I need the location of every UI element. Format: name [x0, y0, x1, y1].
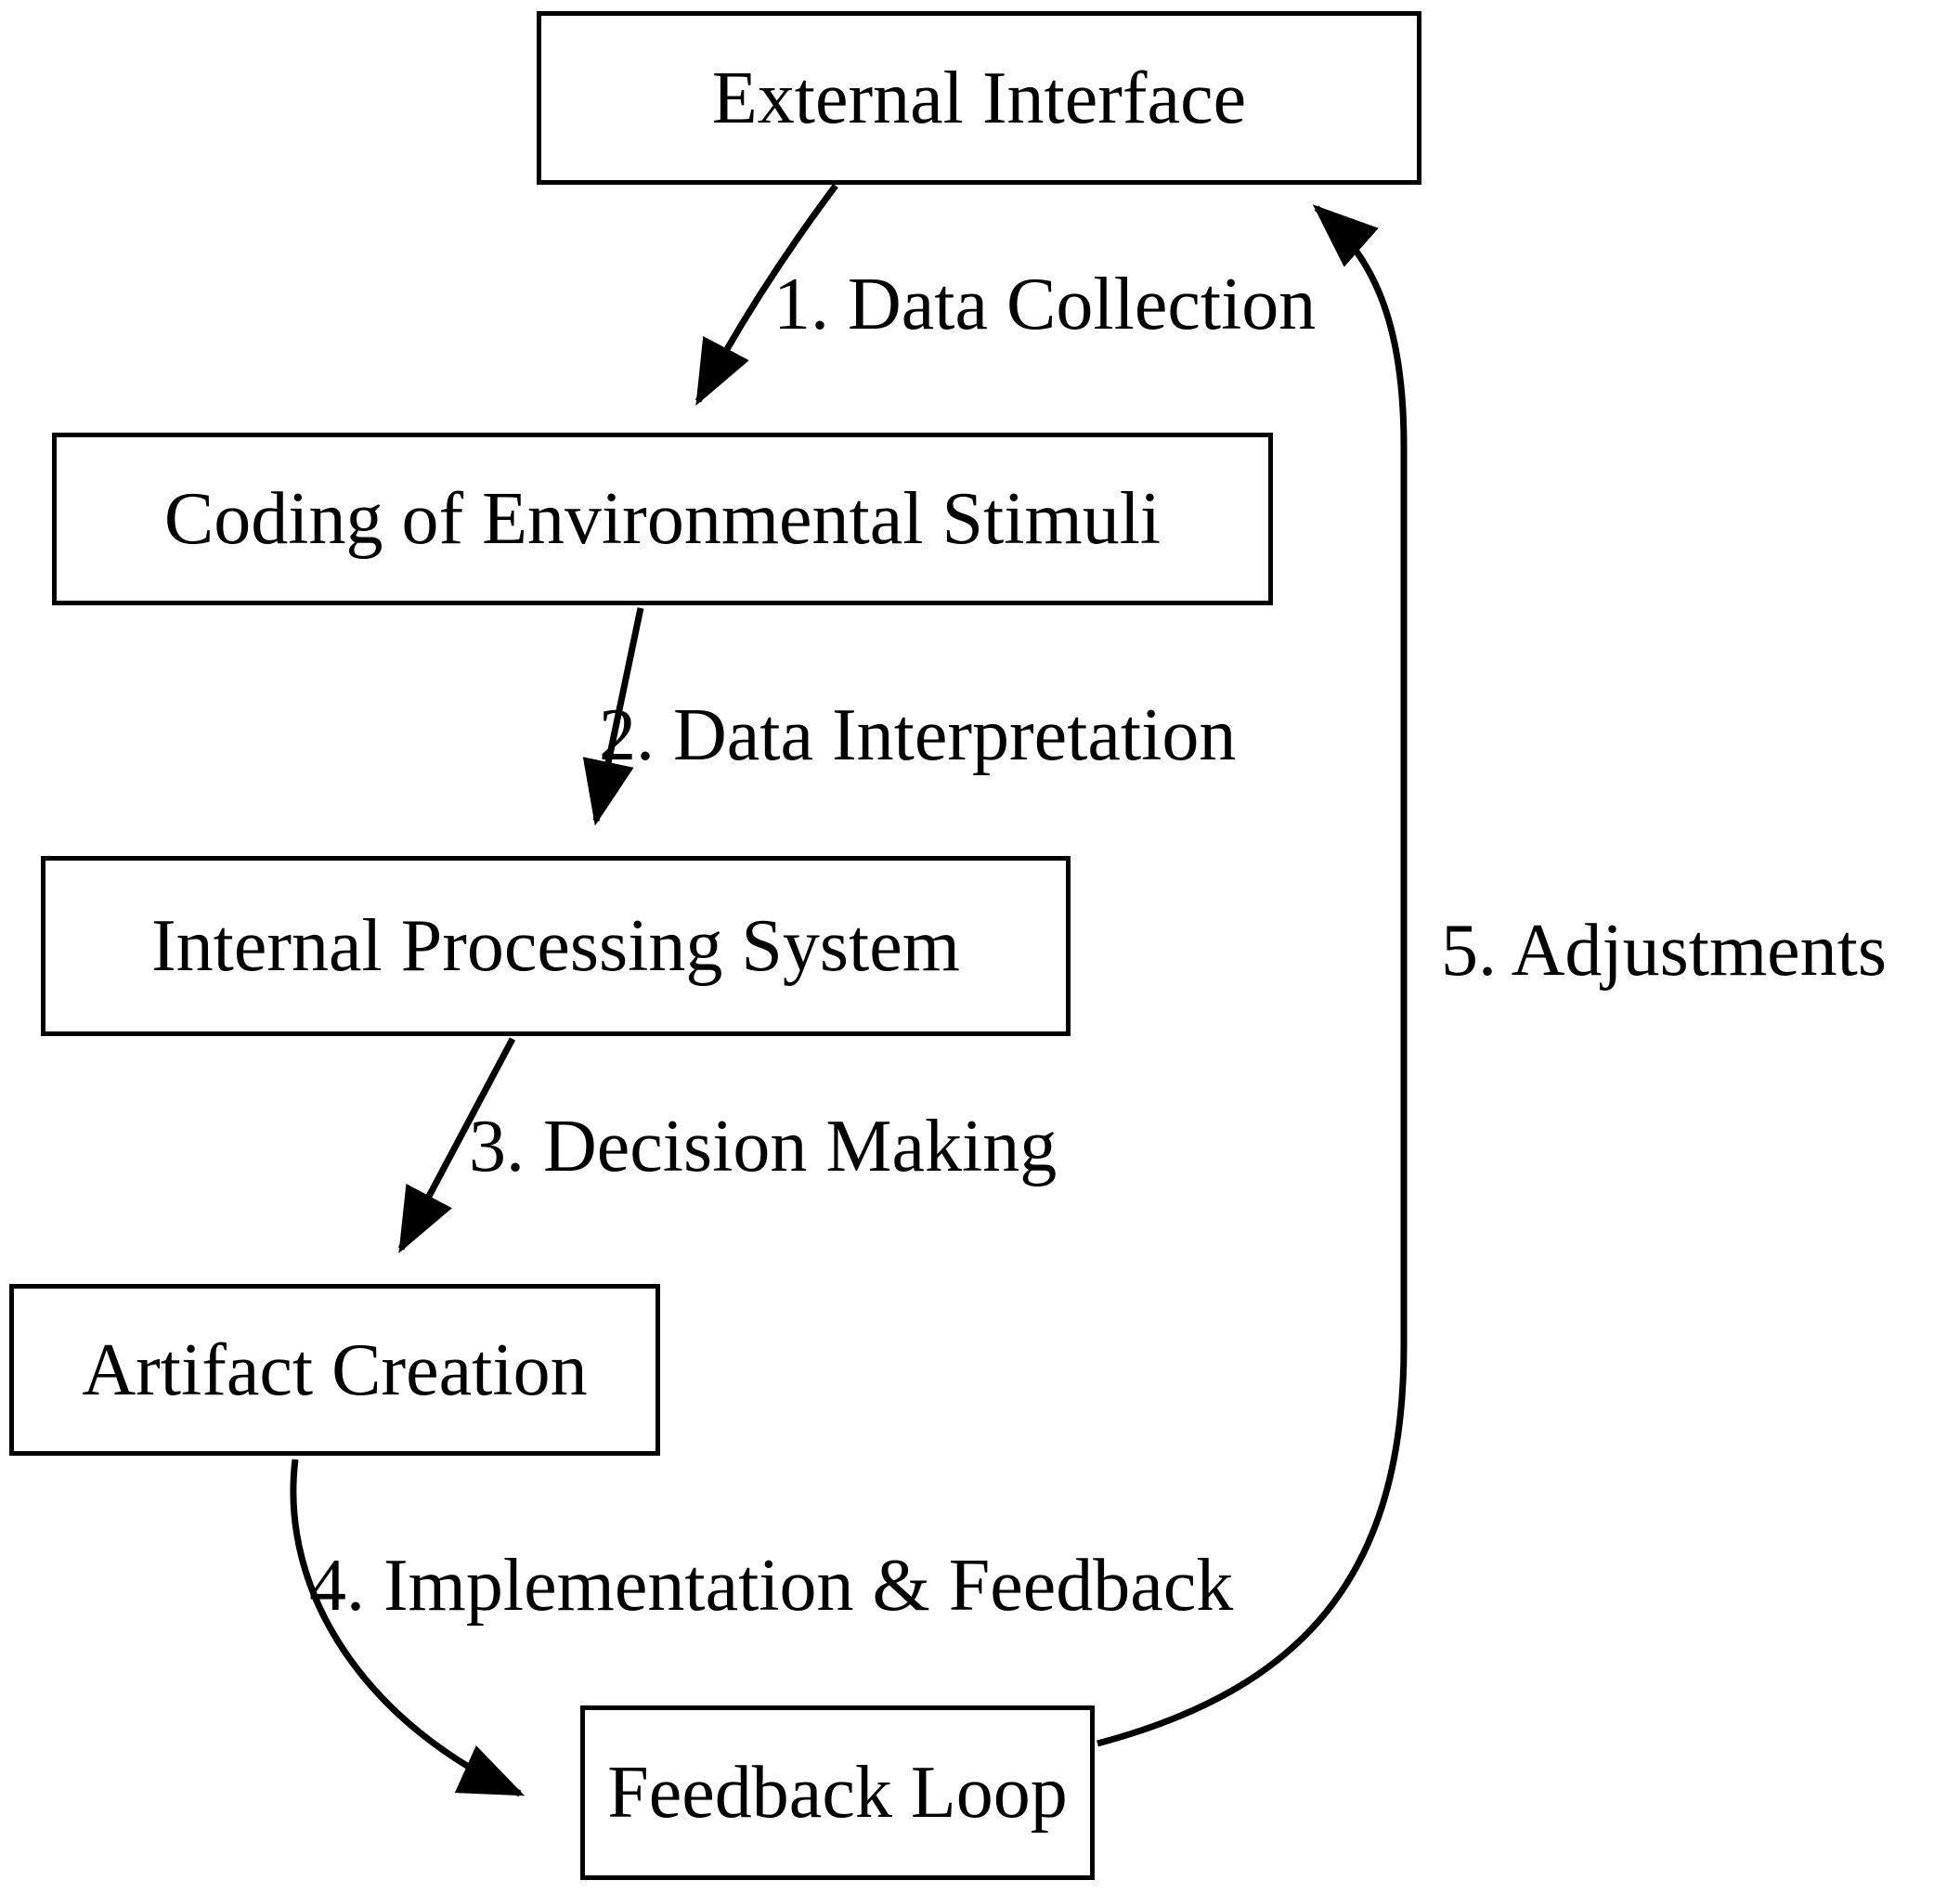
- node-feedback-loop[interactable]: Feedback Loop: [580, 1705, 1095, 1880]
- node-feedback-loop-label: Feedback Loop: [607, 1752, 1068, 1834]
- node-coding-of-environmental-stimuli-label: Coding of Environmental Stimuli: [163, 478, 1162, 560]
- node-artifact-creation-label: Artifact Creation: [82, 1329, 588, 1411]
- node-external-interface[interactable]: External Interface: [537, 11, 1421, 185]
- edge-label-data-interpretation: 2. Data Interpretation: [599, 694, 1237, 776]
- node-external-interface-label: External Interface: [711, 57, 1247, 139]
- node-internal-processing-system[interactable]: Internal Processing System: [41, 856, 1071, 1036]
- edge-label-implementation-and-feedback: 4. Implementation & Feedback: [309, 1545, 1234, 1627]
- edge-label-decision-making: 3. Decision Making: [469, 1106, 1058, 1187]
- edge-label-data-collection: 1. Data Collection: [773, 264, 1317, 345]
- node-coding-of-environmental-stimuli[interactable]: Coding of Environmental Stimuli: [52, 433, 1273, 605]
- edge-label-adjustments: 5. Adjustments: [1441, 910, 1888, 992]
- edge-path-implementation-feedback: [290, 1459, 526, 1797]
- node-artifact-creation[interactable]: Artifact Creation: [9, 1284, 660, 1456]
- node-internal-processing-system-label: Internal Processing System: [151, 905, 960, 987]
